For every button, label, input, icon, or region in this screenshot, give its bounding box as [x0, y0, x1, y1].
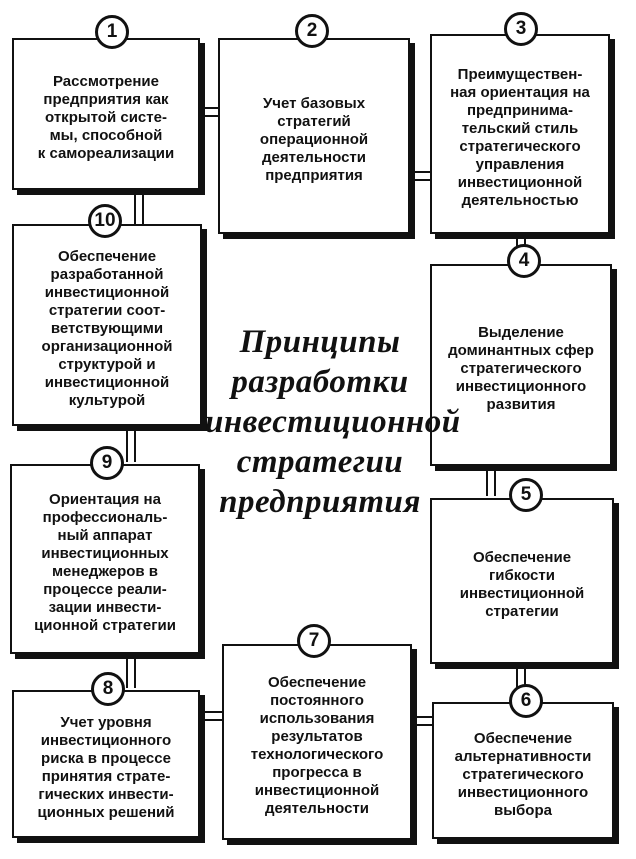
principle-box-2: Учет базовых стратегий операционной деят…	[218, 38, 410, 234]
principle-text: Выделение доминантных сфер стратегическо…	[448, 324, 594, 413]
principle-text: Обеспечение постоянного использования ре…	[250, 674, 384, 817]
principle-number-badge: 1	[95, 15, 129, 49]
principle-text: Рассмотрение предприятия как открытой си…	[37, 73, 175, 162]
principle-number-badge: 2	[295, 14, 329, 48]
principle-text: Обеспечение разработанной инвестиционной…	[41, 248, 173, 409]
principle-box-4: Выделение доминантных сфер стратегическо…	[430, 264, 612, 466]
principle-box-6: Обеспечение альтернативности стратегичес…	[432, 702, 614, 839]
principle-box-9: Ориентация на профессиональ- ный аппарат…	[10, 464, 200, 654]
principle-text: Преимуществен- ная ориентация на предпри…	[450, 66, 590, 209]
principle-box-7: Обеспечение постоянного использования ре…	[222, 644, 412, 840]
principle-text: Ориентация на профессиональ- ный аппарат…	[34, 491, 176, 634]
principle-number-badge: 5	[509, 478, 543, 512]
principle-box-8: Учет уровня инвестиционного риска в проц…	[12, 690, 200, 838]
principle-number-badge: 4	[507, 244, 541, 278]
principle-text: Учет уровня инвестиционного риска в проц…	[37, 714, 175, 821]
principle-text: Обеспечение гибкости инвестиционной стра…	[459, 549, 585, 620]
principle-number-badge: 8	[91, 672, 125, 706]
principle-number-badge: 9	[90, 446, 124, 480]
principle-text: Учет базовых стратегий операционной деят…	[259, 95, 369, 184]
principle-number-badge: 6	[509, 684, 543, 718]
principle-box-1: Рассмотрение предприятия как открытой си…	[12, 38, 200, 190]
principle-box-10: Обеспечение разработанной инвестиционной…	[12, 224, 202, 426]
principle-number-badge: 10	[88, 204, 122, 238]
principle-number-badge: 7	[297, 624, 331, 658]
principle-box-3: Преимуществен- ная ориентация на предпри…	[430, 34, 610, 234]
principle-box-5: Обеспечение гибкости инвестиционной стра…	[430, 498, 614, 664]
diagram-title: Принципы разработки инвестиционной страт…	[205, 324, 461, 520]
principle-number-badge: 3	[504, 12, 538, 46]
principle-text: Обеспечение альтернативности стратегичес…	[454, 729, 592, 819]
